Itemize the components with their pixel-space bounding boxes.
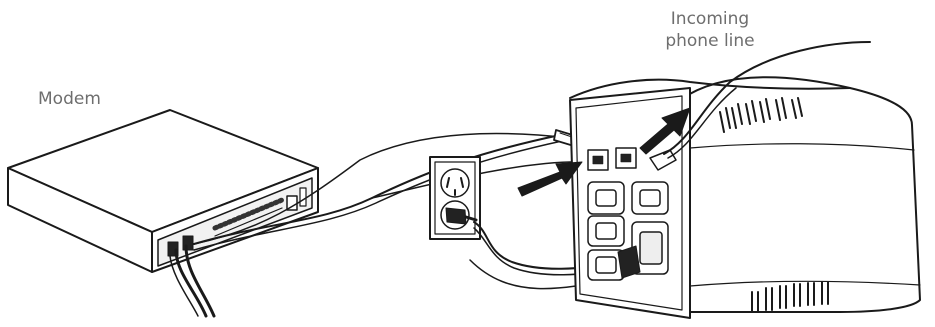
pointer-arrow-phone-in [639, 107, 691, 155]
ups-device [569, 41, 921, 319]
incoming-phone-line-label-line1: Incoming [670, 9, 750, 29]
wall-outlet [429, 156, 481, 240]
incoming-phone-line-label: Incoming phone line [645, 8, 775, 52]
modem-cables [169, 244, 216, 318]
modem-label: Modem [38, 89, 101, 109]
pointer-arrow-phone-out [517, 161, 583, 197]
incoming-phone-line-label-line2: phone line [665, 31, 755, 51]
modem-device [7, 109, 319, 273]
